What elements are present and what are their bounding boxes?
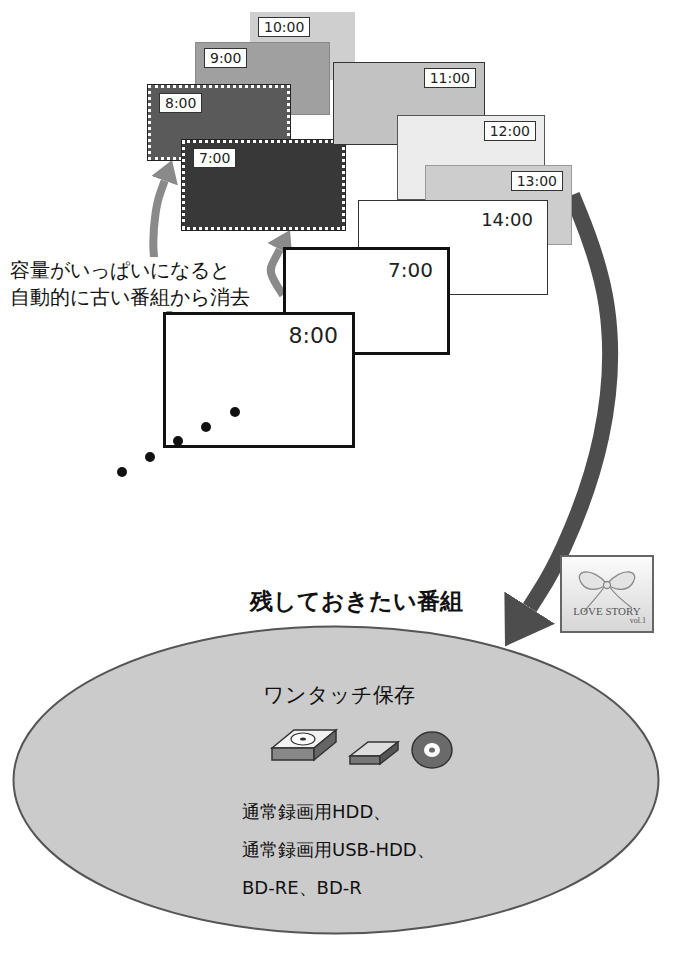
time-label: 8:00 (289, 323, 338, 349)
disc-icon (412, 732, 452, 768)
flow-arrow (271, 249, 283, 295)
time-label: 12:00 (484, 121, 536, 141)
time-label: 13:00 (511, 171, 563, 191)
time-label: 7:00 (388, 258, 433, 282)
usb-hdd-icon (350, 742, 398, 764)
program-thumbnail: LOVE STORYvol.1 (560, 555, 654, 633)
dot (145, 452, 155, 462)
time-label: 7:00 (193, 148, 236, 168)
hdd-icon (272, 730, 336, 760)
storage-list: 通常録画用HDD、 通常録画用USB-HDD、 BD-RE、BD-R (242, 793, 438, 907)
time-label: 10:00 (258, 17, 310, 37)
program-card: 7:00 (182, 140, 345, 230)
ellipse-shape (14, 627, 659, 934)
time-label: 14:00 (481, 209, 533, 231)
ribbon-bow (579, 572, 634, 612)
dot (117, 467, 127, 477)
time-label: 8:00 (159, 93, 202, 113)
storage-ellipse: ワンタッチ保存通常録画用HDD、 通常録画用USB-HDD、 BD-RE、BD-… (12, 625, 666, 935)
dot (201, 422, 211, 432)
storage-title: ワンタッチ保存 (12, 681, 666, 709)
program-title: LOVE STORY (573, 605, 640, 617)
time-label: 11:00 (424, 68, 476, 88)
dot (173, 436, 183, 446)
dot (230, 407, 240, 417)
note-label: 容量がいっぱいになると 自動的に古い番組から消去 (8, 257, 255, 311)
volume-label: vol.1 (630, 617, 646, 626)
caption-label: 残しておきたい番組 (248, 586, 465, 616)
program-card: 8:00 (163, 312, 355, 448)
time-label: 9:00 (204, 48, 247, 68)
